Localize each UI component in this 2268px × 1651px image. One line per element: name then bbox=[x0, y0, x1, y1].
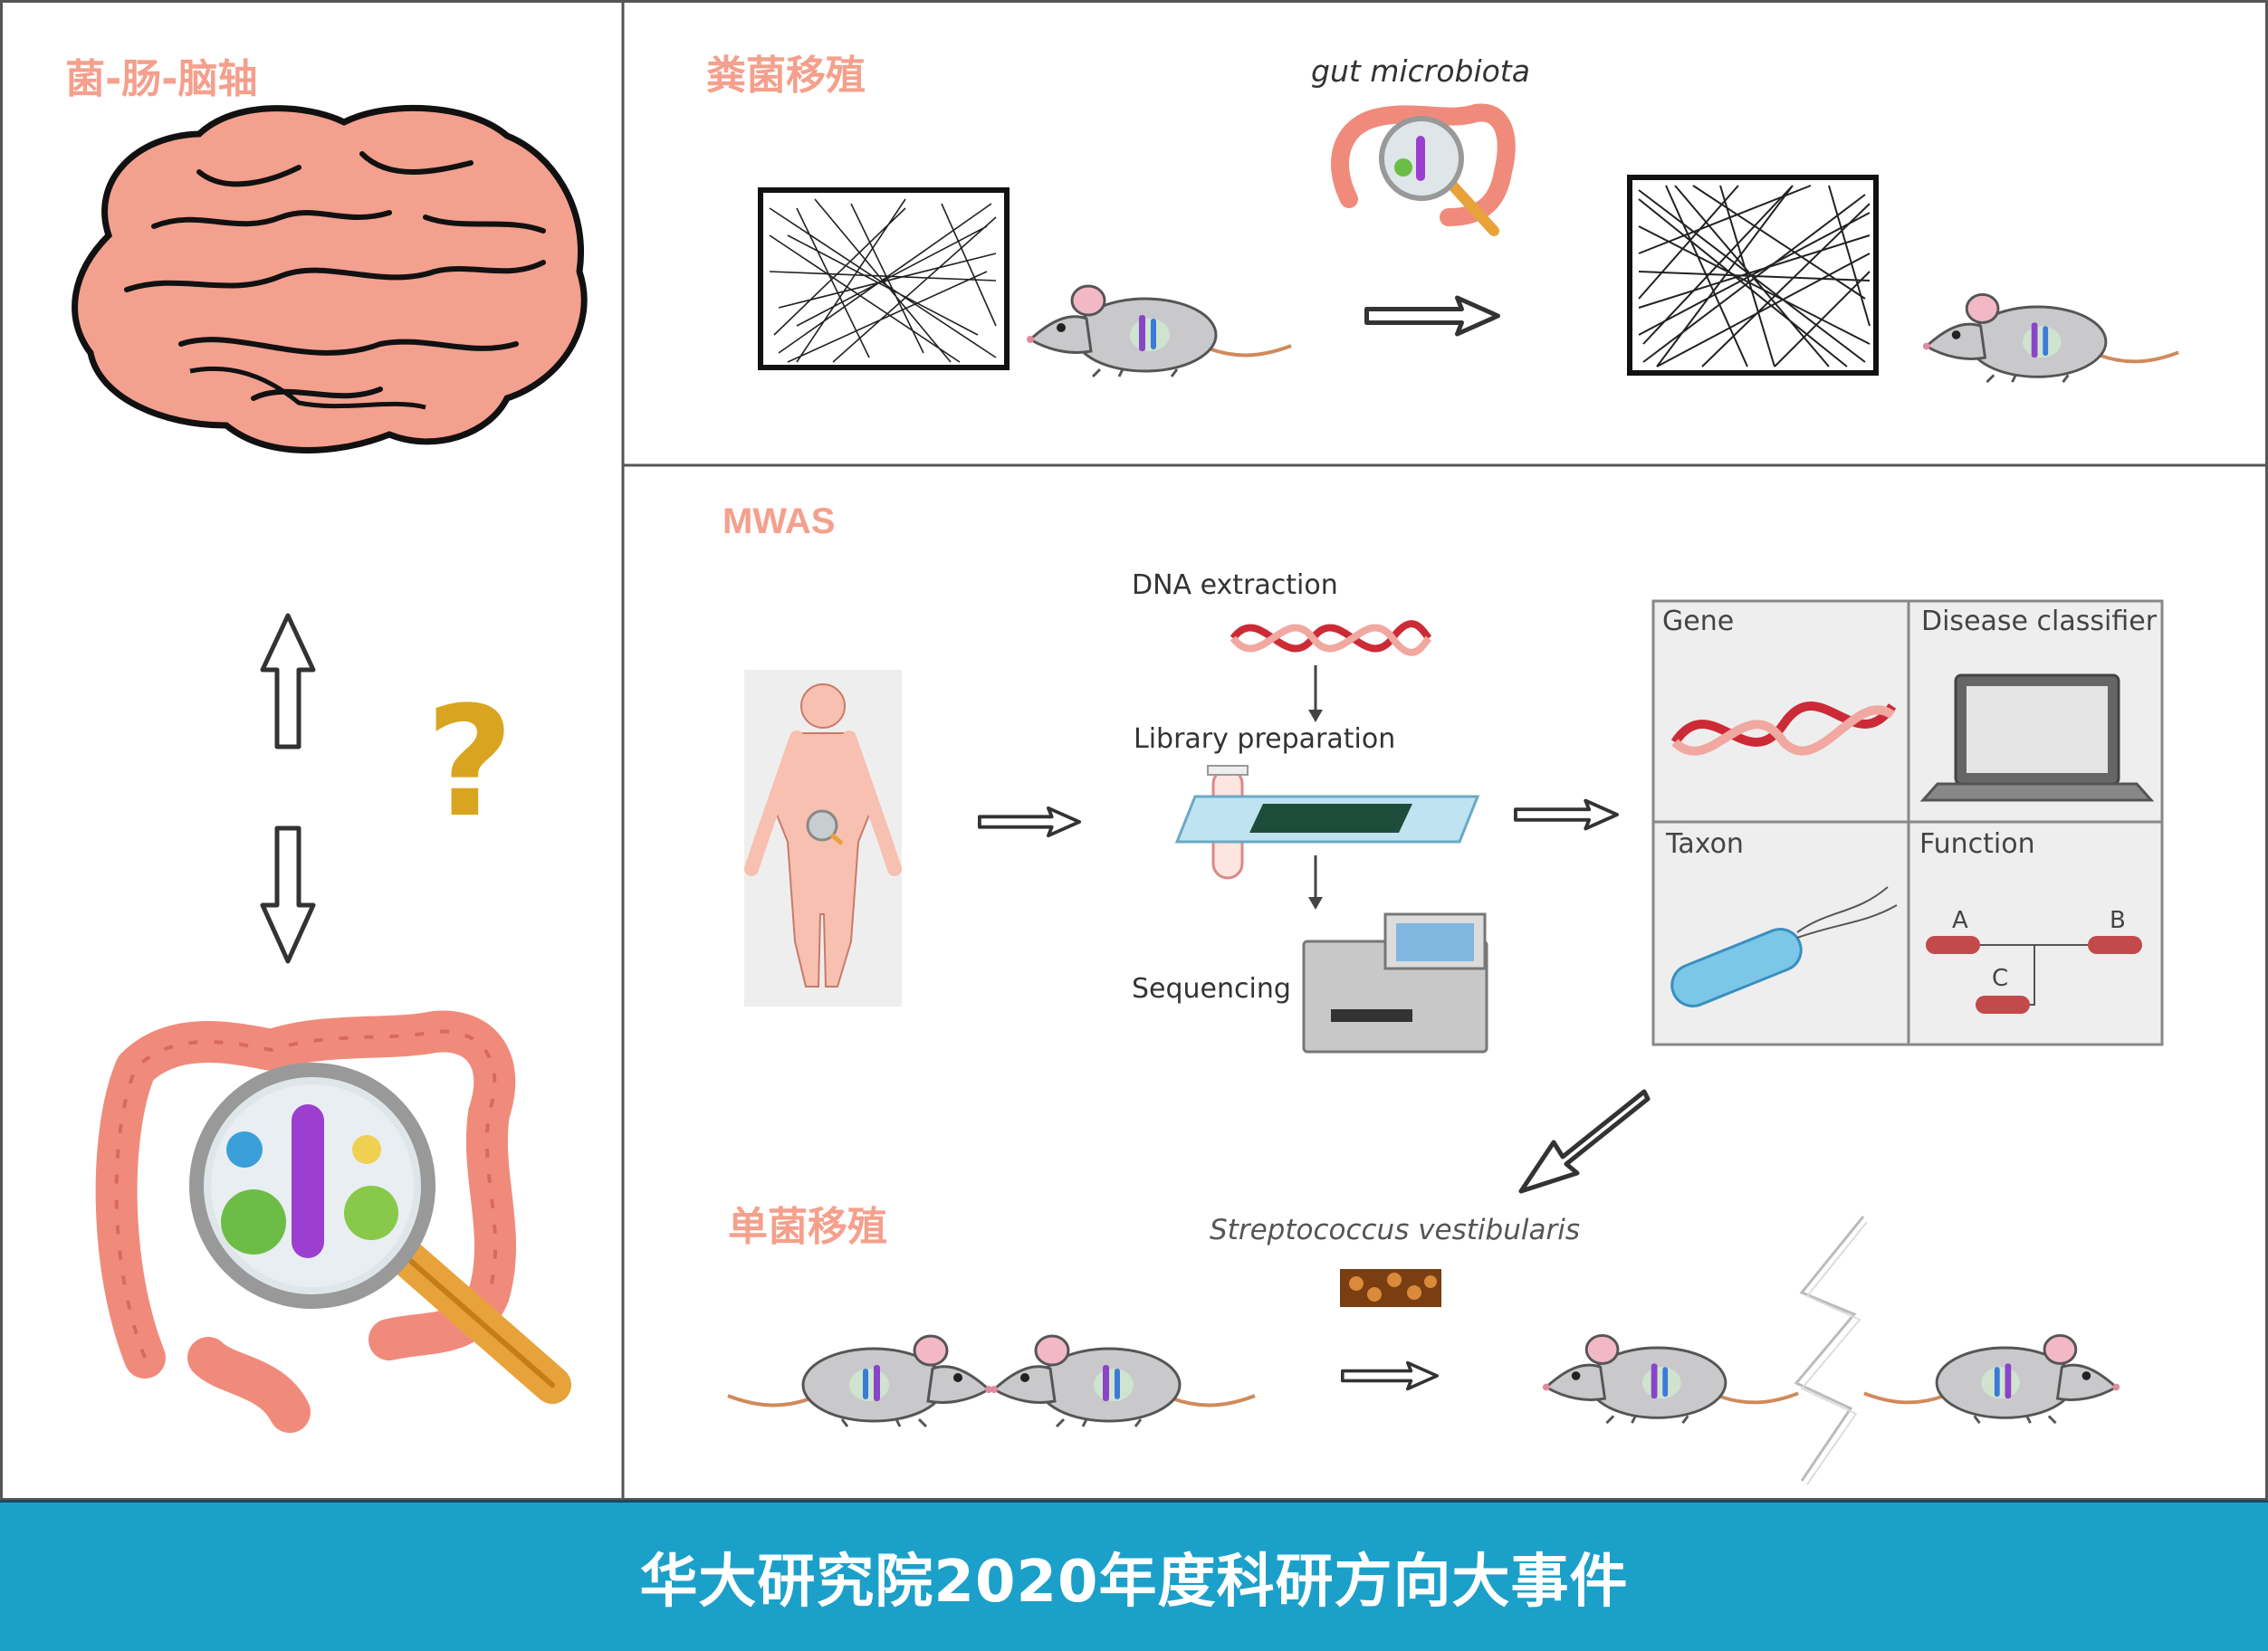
intestine-icon bbox=[95, 1010, 517, 1433]
up-arrow-icon bbox=[260, 613, 316, 749]
bacteria-micrograph-icon bbox=[1340, 1269, 1441, 1307]
quadrant-taxon-label: Taxon bbox=[1666, 828, 1744, 860]
gut-microbiota-icon bbox=[1331, 103, 1516, 236]
mouse-icon bbox=[726, 1334, 994, 1428]
mwas-title: MWAS bbox=[723, 501, 836, 541]
human-body-icon bbox=[744, 670, 902, 1007]
library-preparation-label: Library preparation bbox=[1134, 723, 1396, 755]
dna-extraction-label: DNA extraction bbox=[1132, 569, 1338, 601]
magnifier-icon bbox=[189, 1063, 571, 1404]
diagonal-arrow-icon bbox=[1518, 1089, 1651, 1194]
question-mark-icon: ? bbox=[426, 673, 514, 851]
pathway-node-c: C bbox=[1992, 965, 2009, 992]
pathway-node-a: A bbox=[1952, 907, 1968, 934]
maze-trace-before bbox=[758, 187, 1010, 370]
quadrant-function-label: Function bbox=[1919, 828, 2035, 860]
double-arrow-icon bbox=[1514, 798, 1619, 831]
lightning-break-icon bbox=[1794, 1216, 1868, 1485]
pathway-diagram bbox=[1926, 936, 2142, 1014]
flow-cell-icon bbox=[1174, 795, 1480, 844]
flow-down-arrow bbox=[1308, 665, 1323, 722]
fmt-title: 粪菌移殖 bbox=[706, 52, 866, 99]
mono-colonization-title: 单菌移殖 bbox=[728, 1204, 887, 1250]
quadrant-gene-label: Gene bbox=[1662, 606, 1735, 637]
gene-dna-icon bbox=[1670, 701, 1897, 756]
pathway-node-b: B bbox=[2110, 907, 2126, 934]
double-arrow-icon bbox=[1340, 1360, 1440, 1391]
mouse-icon bbox=[989, 1334, 1257, 1428]
footer-banner: 华大研究院2020年度科研方向大事件 bbox=[0, 1500, 2268, 1651]
flow-down-arrow bbox=[1308, 855, 1323, 910]
mouse-icon bbox=[1920, 292, 2181, 385]
double-arrow-icon bbox=[1367, 298, 1498, 334]
quadrant-disease-label: Disease classifier bbox=[1921, 606, 2158, 637]
streptococcus-label: Streptococcus vestibularis bbox=[1210, 1214, 1580, 1246]
mouse-icon bbox=[1025, 284, 1293, 378]
maze-trace-after bbox=[1627, 175, 1879, 376]
bacterium-icon bbox=[1670, 886, 1898, 1007]
sequencing-label: Sequencing bbox=[1132, 973, 1291, 1005]
gut-brain-axis-title: 菌-肠-脑轴 bbox=[65, 56, 258, 102]
brain-icon bbox=[72, 104, 588, 453]
mouse-icon bbox=[1861, 1333, 2122, 1426]
gut-microbiota-label: gut microbiota bbox=[1311, 53, 1530, 89]
sequencer-icon bbox=[1302, 912, 1488, 1054]
laptop-icon bbox=[1919, 673, 2155, 802]
mouse-icon bbox=[1540, 1333, 1801, 1426]
down-arrow-icon bbox=[260, 826, 316, 964]
footer-title: 华大研究院2020年度科研方向大事件 bbox=[639, 1549, 1629, 1616]
double-arrow-icon bbox=[978, 806, 1081, 838]
dna-helix-icon bbox=[1230, 620, 1432, 656]
panel-frame bbox=[0, 0, 2268, 1501]
